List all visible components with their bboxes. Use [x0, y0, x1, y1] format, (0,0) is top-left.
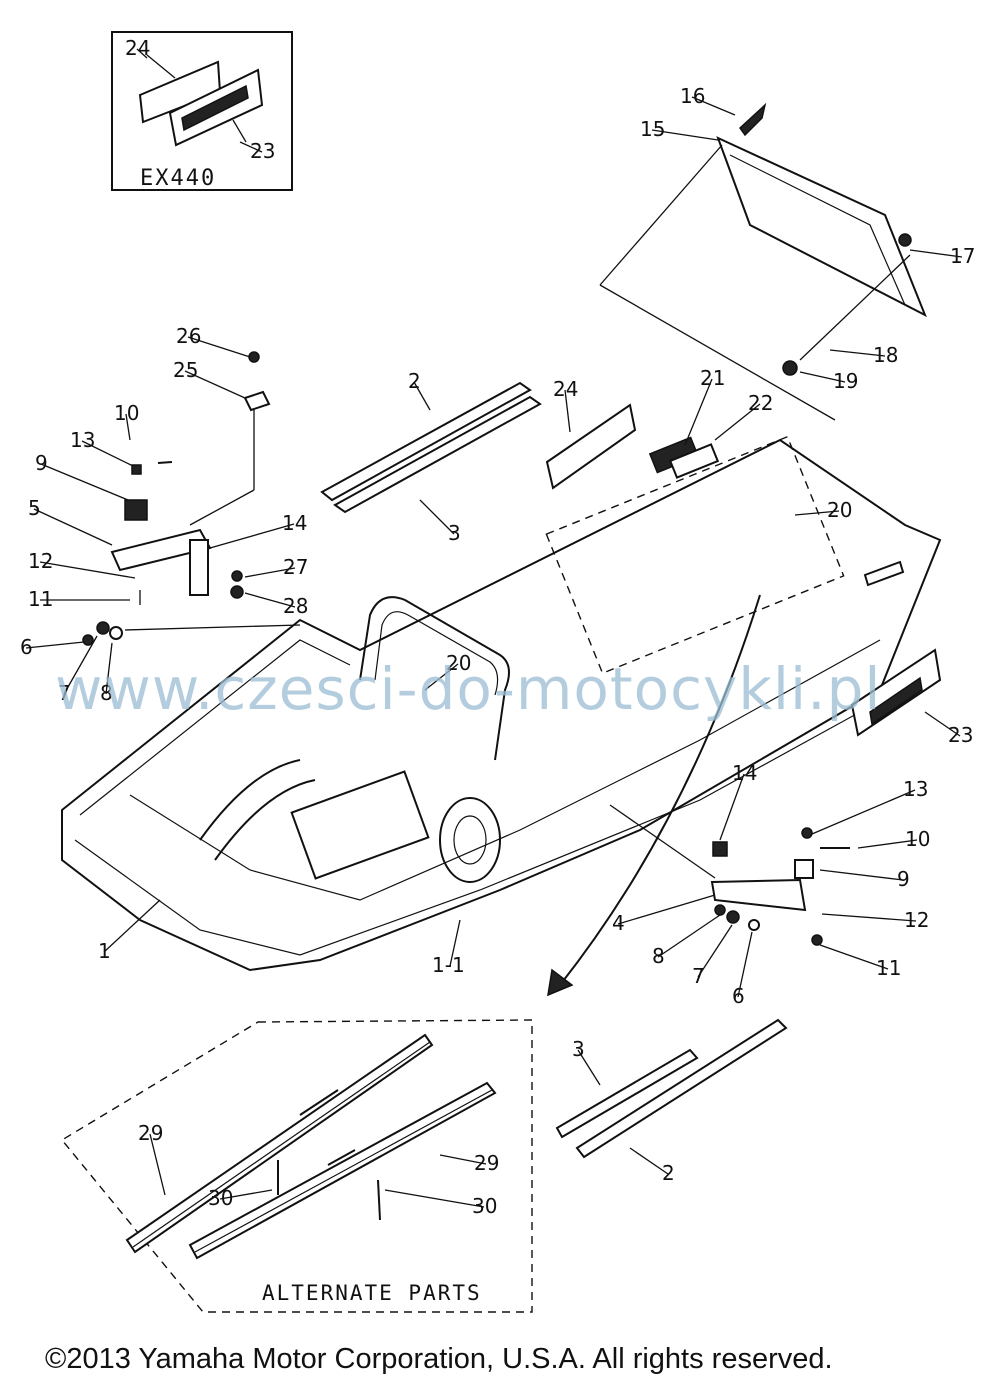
leader-line-21	[684, 378, 713, 446]
leader-line-12	[821, 913, 917, 922]
leader-line-22	[714, 403, 761, 441]
leader-line-10	[857, 839, 918, 849]
leader-line-15	[651, 129, 719, 141]
leader-line-5	[33, 508, 113, 546]
leader-line-28	[244, 592, 296, 608]
leader-line-6	[25, 641, 85, 649]
leader-line-10	[125, 413, 131, 441]
leader-line-9	[819, 869, 904, 881]
leader-line-12	[39, 561, 136, 579]
alternate-parts-label: ALTERNATE PARTS	[262, 1281, 482, 1305]
callout-1-1: 1-1	[432, 953, 465, 977]
leader-line-19	[799, 371, 846, 383]
callout-leader-lines	[25, 48, 963, 1208]
leader-line-24	[136, 48, 148, 59]
callout-5: 5	[28, 496, 41, 520]
leader-line-8	[105, 642, 113, 695]
callout-3: 3	[448, 521, 461, 545]
callout-2: 2	[662, 1161, 675, 1185]
leader-line-3	[577, 1049, 601, 1086]
ex440-inset: EX440	[111, 31, 293, 191]
callout-23: 23	[250, 139, 275, 163]
bracket-assembly-right	[609, 804, 850, 946]
callout-12: 12	[28, 549, 53, 573]
leader-line-13	[81, 440, 134, 467]
callout-20: 20	[446, 651, 471, 675]
decal-24	[545, 403, 637, 490]
leader-line-27	[244, 567, 296, 578]
leader-line-25	[184, 370, 246, 399]
callout-20: 20	[827, 498, 852, 522]
callout-14: 14	[732, 761, 757, 785]
leader-line-26	[187, 336, 251, 358]
callout-10: 10	[905, 827, 930, 851]
leader-line-3	[419, 499, 455, 535]
leader-line-23	[924, 711, 961, 737]
emblem-23-band	[181, 84, 249, 132]
leader-line-14	[719, 773, 745, 841]
leader-line-29	[149, 1133, 166, 1196]
callout-28: 28	[283, 594, 308, 618]
callout-19: 19	[833, 369, 858, 393]
leader-line-4	[617, 894, 716, 925]
leader-line-16	[691, 96, 736, 116]
callout-6: 6	[20, 635, 33, 659]
frame-body-1	[61, 435, 942, 997]
leader-line-24	[564, 389, 571, 433]
leader-line-8	[657, 914, 721, 958]
emblem-23-right	[850, 648, 942, 737]
leader-line-7	[63, 635, 98, 695]
callout-13: 13	[903, 777, 928, 801]
leader-line-23	[239, 141, 263, 153]
callout-11: 11	[876, 956, 901, 980]
leader-line-30	[219, 1189, 273, 1200]
floor-plate-outline	[545, 435, 845, 675]
leader-line-20	[794, 510, 840, 516]
callout-29: 29	[138, 1121, 163, 1145]
cover-panel-15	[599, 102, 927, 421]
leader-line-6	[737, 931, 753, 998]
leader-line-20	[424, 663, 459, 691]
callout-14: 14	[282, 511, 307, 535]
inset-frame	[111, 31, 293, 191]
callout-9: 9	[35, 451, 48, 475]
leader-line-2	[629, 1147, 669, 1175]
callout-13: 13	[70, 428, 95, 452]
leader-line-30	[384, 1189, 485, 1208]
leader-line-9	[40, 463, 129, 501]
leader-line-1	[103, 899, 161, 953]
leader-line-14	[209, 523, 295, 549]
leader-line-13	[811, 789, 916, 835]
leader-line-29	[439, 1154, 487, 1165]
leader-line-1-1	[449, 919, 461, 967]
leader-line-7	[697, 924, 733, 978]
decals-21-22	[648, 436, 720, 479]
callout-23: 23	[948, 723, 973, 747]
leader-line-18	[829, 349, 886, 357]
runner-strips-top	[320, 381, 542, 514]
runner-strips-bottom	[555, 1018, 788, 1159]
callout-25: 25	[173, 358, 198, 382]
callout-16: 16	[680, 84, 705, 108]
callout-21: 21	[700, 366, 725, 390]
callout-30: 30	[208, 1186, 233, 1210]
callout-27: 27	[283, 555, 308, 579]
callout-9: 9	[897, 867, 910, 891]
callout-22: 22	[748, 391, 773, 415]
callout-15: 15	[640, 117, 665, 141]
callout-11: 11	[28, 587, 53, 611]
alternate-parts-box: ALTERNATE PARTS	[60, 1019, 533, 1313]
callout-24: 24	[125, 36, 150, 60]
callout-26: 26	[176, 324, 201, 348]
copyright-notice: ©2013 Yamaha Motor Corporation, U.S.A. A…	[45, 1343, 833, 1375]
leader-line-2	[413, 381, 431, 411]
callout-4: 4	[612, 911, 625, 935]
leader-line-11	[819, 944, 889, 970]
watermark-text: www.czesci-do-motocykli.pl	[55, 655, 882, 723]
leader-line-17	[909, 249, 963, 258]
bracket-assembly-left	[82, 351, 301, 646]
model-label: EX440	[140, 166, 216, 191]
